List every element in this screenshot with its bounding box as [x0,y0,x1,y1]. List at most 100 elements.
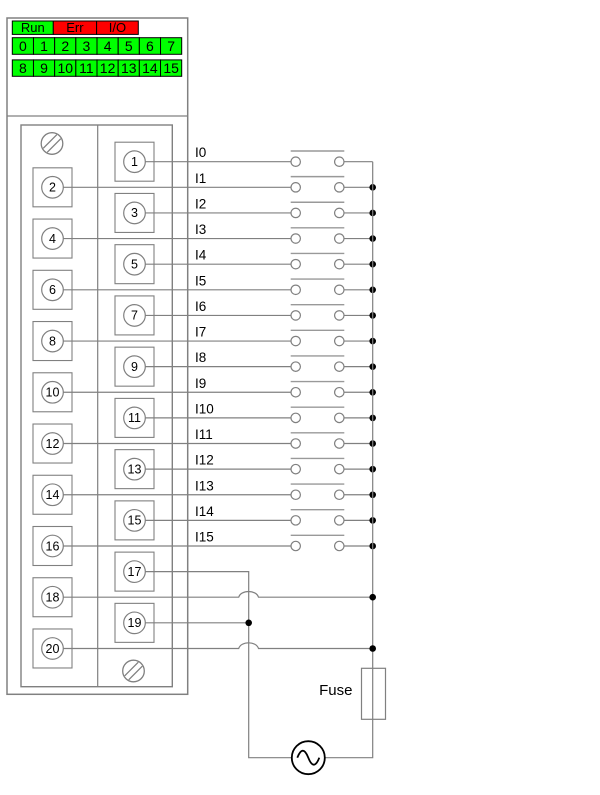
fuse-label: Fuse [319,682,352,699]
status-led-cell [96,20,139,35]
channel-led-cell [160,37,183,55]
channel-led-label: 8 [19,60,27,76]
fuse-icon [360,667,387,720]
screw-slot [46,138,62,153]
switch-contact-icon [290,361,301,372]
input-label: I13 [195,478,214,493]
terminal-number: 1 [131,155,138,169]
common-bus-wire [324,161,374,759]
switch-contact-icon [290,438,301,449]
switch-contact-icon [290,284,301,296]
switch-contact-icon [333,463,345,475]
junction-dot [369,645,377,652]
switch-contact-icon [333,310,345,321]
channel-led-label: 5 [125,38,133,54]
terminal-square [32,628,73,669]
switch-contact-icon [333,489,345,501]
input-label: I2 [195,196,206,211]
terminal-number: 18 [46,591,60,605]
channel-led-label: 13 [121,60,137,76]
switch-contact-icon [290,310,301,321]
switch-contact-icon [333,412,345,424]
switch-contact-icon [333,207,345,219]
status-led-label: I/O [109,20,126,35]
input-label: I14 [195,504,214,519]
channel-led-label: 0 [19,38,27,54]
terminal-number: 14 [46,488,60,502]
terminal-number: 7 [131,309,138,323]
terminal-number: 2 [49,181,56,195]
channel-led-label: 4 [104,38,112,54]
channel-led-cell [160,59,183,77]
switch-contact-icon [290,489,301,501]
terminal-number: 5 [131,257,138,271]
input-label: I7 [195,325,206,340]
junction-dot [245,619,252,627]
switch-contact-icon [290,412,301,424]
channel-led-label: 7 [167,38,175,54]
screw-circle [122,659,145,683]
switch-contact-icon [290,540,301,552]
switch-contact-icon [290,182,301,193]
junction-dot [369,593,377,601]
sine-wave-icon [296,749,321,766]
channel-led-label: 11 [79,60,94,76]
terminal-number: 12 [46,437,60,451]
terminal-number: 11 [128,411,141,425]
input-label: I9 [195,376,206,391]
input-label: I5 [195,273,206,288]
switch-contact-icon [290,233,301,244]
status-led-label: Err [66,20,84,35]
terminal-number: 10 [46,386,60,400]
switch-contact-icon [290,258,301,270]
ac-source-icon [290,740,326,776]
switch-contact-icon [290,156,301,167]
screw-slot [42,134,58,149]
channel-led-label: 14 [142,60,158,76]
input-label: I12 [195,453,214,468]
switch-contact-icon [333,386,345,398]
input-label: I0 [195,145,206,160]
terminal-number: 3 [131,206,138,220]
switch-contact-icon [333,438,345,449]
switch-contact-icon [333,182,345,193]
channel-led-label: 1 [40,38,48,54]
input-label: I4 [195,248,207,263]
switch-contact-icon [333,361,345,372]
terminal-number: 17 [128,565,142,579]
common-wire-terminal17 [145,571,292,759]
input-label: I3 [195,222,206,237]
channel-led-label: 3 [83,38,91,54]
switch-contact-icon [290,463,301,475]
switch-contact-icon [333,540,345,552]
screw-icon-top [40,132,64,155]
switch-contact-icon [333,515,345,526]
supply-wire-terminal20 [63,642,373,650]
supply-wire-terminal18 [63,590,373,598]
terminal-number: 4 [49,232,56,246]
screw-slot [124,661,139,677]
terminal-number: 20 [46,642,60,656]
screw-slot [128,665,143,681]
screw-icon-bottom [122,659,145,683]
terminal-number: 15 [128,514,142,528]
input-label: I6 [195,299,206,314]
switch-contact-icon [333,233,345,244]
terminal-circle [41,585,64,609]
channel-led-label: 12 [100,60,116,76]
switch-contact-icon [333,156,345,167]
terminal-number: 16 [46,539,60,553]
terminal-number: 9 [131,360,138,374]
input-label: I8 [195,350,206,365]
switch-contact-icon [290,386,301,398]
terminal-number: 13 [128,462,142,476]
channel-led-label: 2 [61,38,69,54]
terminal-number: 6 [49,283,56,297]
switch-contact-icon [290,515,301,526]
terminal-circle [41,637,64,660]
